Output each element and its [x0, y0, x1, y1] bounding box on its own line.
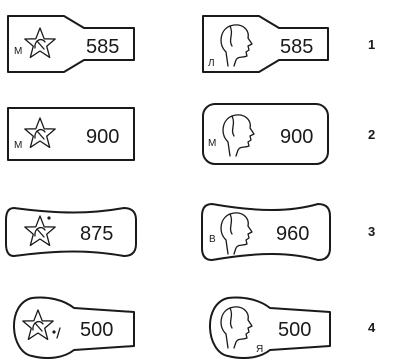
fineness-value: 960 — [276, 223, 309, 245]
stamp-outline — [210, 297, 330, 358]
row-number: 2 — [368, 127, 375, 142]
master-letter: М — [208, 138, 216, 149]
hallmark-row-1: М 585 Л 585 1 — [8, 16, 375, 72]
fineness-value: 875 — [80, 223, 113, 245]
row-number: 4 — [368, 320, 376, 335]
row-number: 1 — [368, 37, 375, 52]
row-number: 3 — [368, 224, 375, 239]
master-letter: Я — [256, 344, 263, 355]
master-letter: М — [14, 46, 22, 57]
hallmark-stamp-right-row-4: Я 500 — [210, 297, 330, 358]
hallmark-stamp-right-row-2: М 900 — [203, 104, 328, 164]
fineness-value: 500 — [80, 319, 113, 341]
hallmark-stamp-right-row-1: Л 585 — [203, 16, 328, 72]
hallmark-row-3: 875 В 960 3 — [6, 204, 375, 260]
hallmark-row-2: М 900 М 900 2 — [8, 104, 375, 164]
master-letter: М — [14, 140, 22, 151]
hallmark-stamp-left-row-1: М 585 — [8, 16, 134, 72]
hallmark-stamp-right-row-3: В 960 — [202, 204, 330, 260]
stamp-outline — [14, 297, 134, 358]
hallmark-stamp-left-row-3: 875 — [6, 208, 136, 256]
master-letter: Л — [208, 58, 215, 69]
master-letter: В — [209, 234, 216, 245]
fineness-value: 900 — [86, 126, 119, 148]
stamp-outline — [6, 208, 136, 256]
fineness-value: 500 — [278, 319, 311, 341]
hallmark-stamp-left-row-4: 500 — [14, 297, 134, 358]
hallmark-row-4: 500 Я 500 4 — [14, 297, 376, 358]
hallmark-stamp-left-row-2: М 900 — [8, 108, 134, 160]
fineness-value: 900 — [280, 126, 313, 148]
fineness-value: 585 — [86, 36, 119, 58]
fineness-value: 585 — [280, 36, 313, 58]
